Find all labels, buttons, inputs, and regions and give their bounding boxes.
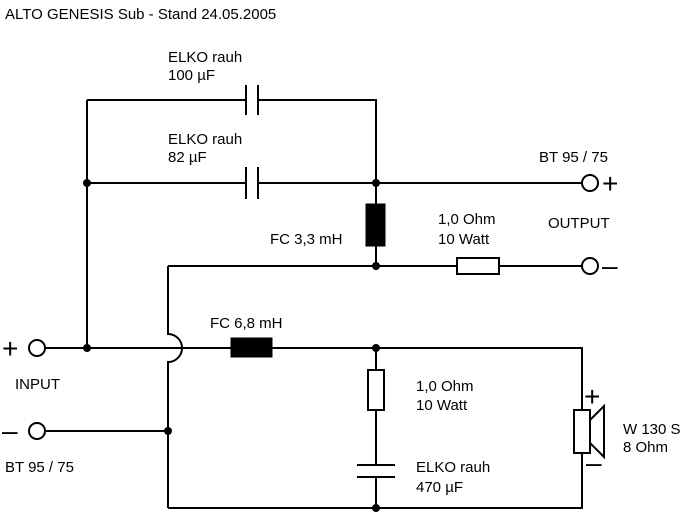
input-minus-sign: – bbox=[2, 415, 18, 446]
resistor-shunt bbox=[367, 369, 385, 411]
output-minus-sign: – bbox=[602, 250, 618, 281]
input-plus-sign: + bbox=[2, 333, 18, 364]
input-amp-label: BT 95 / 75 bbox=[5, 459, 74, 476]
output-amp-label: BT 95 / 75 bbox=[539, 149, 608, 166]
wiring bbox=[45, 99, 583, 509]
cap-100uf-value: 100 µF bbox=[168, 67, 215, 84]
resistor-output-value: 1,0 Ohm bbox=[438, 211, 496, 228]
diagram-title: ALTO GENESIS Sub - Stand 24.05.2005 bbox=[5, 6, 276, 23]
speaker-plus-sign: + bbox=[584, 381, 600, 412]
speaker-minus-sign: – bbox=[586, 447, 602, 478]
cap-82uf-value: 82 µF bbox=[168, 149, 207, 166]
input-label: INPUT bbox=[15, 376, 60, 393]
input-minus-terminal bbox=[28, 422, 46, 440]
cap-82uf-type: ELKO rauh bbox=[168, 131, 242, 148]
capacitor-470uf bbox=[357, 464, 395, 478]
junction-dot bbox=[372, 344, 380, 352]
junction-dot bbox=[372, 179, 380, 187]
output-minus-terminal bbox=[581, 257, 599, 275]
junction-dots bbox=[83, 179, 380, 512]
junction-dot bbox=[372, 504, 380, 512]
junction-dot bbox=[164, 427, 172, 435]
cap-470uf-type: ELKO rauh bbox=[416, 459, 490, 476]
resistor-shunt-power: 10 Watt bbox=[416, 397, 468, 414]
coil-fc-6-8mh-label: FC 6,8 mH bbox=[210, 315, 283, 332]
junction-dot bbox=[83, 179, 91, 187]
coil-fc-3-3mh bbox=[365, 203, 386, 247]
capacitor-82uf bbox=[245, 167, 259, 199]
speaker-icon bbox=[573, 403, 605, 460]
output-plus-sign: + bbox=[602, 168, 618, 199]
resistor-output-power: 10 Watt bbox=[438, 231, 490, 248]
input-plus-terminal bbox=[28, 339, 46, 357]
coil-fc-6-8mh bbox=[230, 337, 273, 358]
junction-dot bbox=[83, 344, 91, 352]
cap-470uf-value: 470 µF bbox=[416, 479, 463, 496]
cap-100uf-type: ELKO rauh bbox=[168, 49, 242, 66]
speaker-model: W 130 S bbox=[623, 421, 681, 438]
capacitor-100uf bbox=[245, 85, 259, 115]
junction-dot bbox=[372, 262, 380, 270]
coil-fc-3-3mh-label: FC 3,3 mH bbox=[270, 231, 343, 248]
output-label: OUTPUT bbox=[548, 215, 610, 232]
resistor-output bbox=[456, 257, 500, 275]
speaker-impedance: 8 Ohm bbox=[623, 439, 668, 456]
output-plus-terminal bbox=[581, 174, 599, 192]
resistor-shunt-value: 1,0 Ohm bbox=[416, 378, 474, 395]
